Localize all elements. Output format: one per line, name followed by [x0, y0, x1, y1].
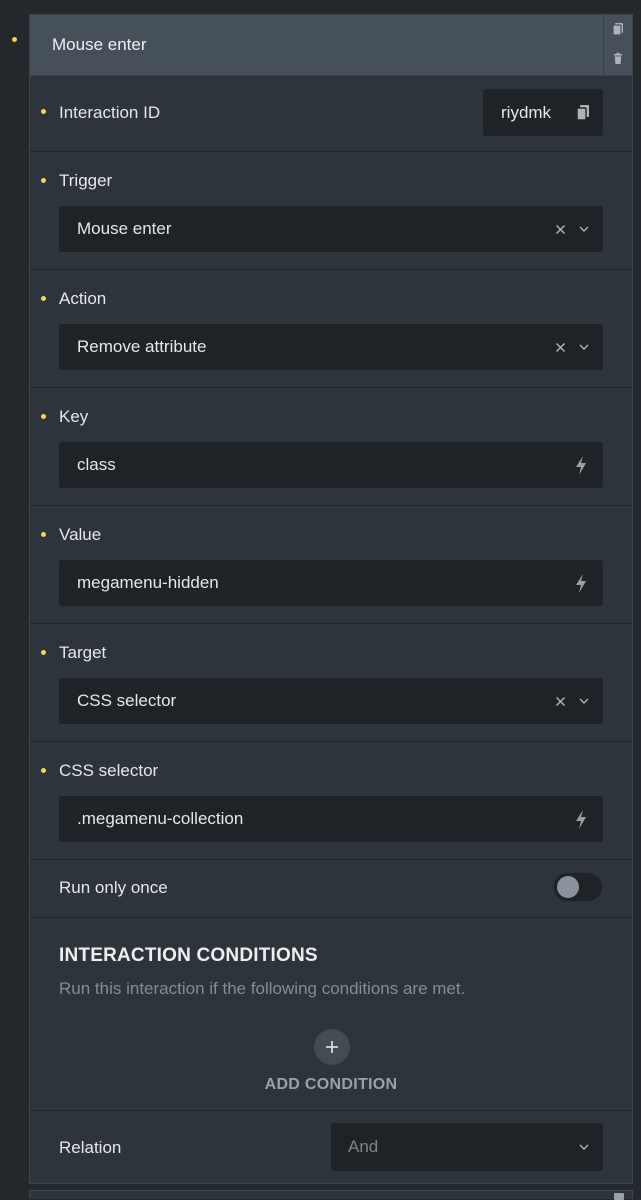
clear-icon[interactable]	[555, 696, 566, 707]
trigger-row: Trigger Mouse enter	[30, 152, 632, 270]
css-selector-value: .megamenu-collection	[77, 809, 244, 828]
panel-header[interactable]: Mouse enter	[30, 15, 632, 76]
action-label: Action	[59, 289, 107, 308]
clear-icon[interactable]	[555, 224, 566, 235]
interaction-id-row: Interaction ID riydmk	[30, 76, 632, 152]
bolt-icon[interactable]	[573, 573, 589, 594]
value-row: Value megamenu-hidden	[30, 506, 632, 624]
add-condition-label[interactable]: ADD CONDITION	[264, 1076, 398, 1093]
value-label: Value	[59, 525, 102, 544]
run-only-once-toggle[interactable]	[553, 872, 603, 902]
conditions-description: Run this interaction if the following co…	[59, 979, 466, 998]
key-label: Key	[59, 407, 89, 426]
key-input[interactable]: class	[59, 442, 603, 488]
key-value: class	[77, 455, 116, 474]
interaction-id-field[interactable]: riydmk	[483, 89, 603, 136]
trigger-select[interactable]: Mouse enter	[59, 206, 603, 252]
relation-label: Relation	[59, 1138, 122, 1157]
copy-icon	[614, 1193, 624, 1200]
next-panel-edge	[29, 1190, 633, 1200]
value-input[interactable]: megamenu-hidden	[59, 560, 603, 606]
action-value: Remove attribute	[77, 337, 207, 356]
chevron-down-icon[interactable]	[579, 344, 589, 350]
header-actions	[603, 15, 632, 75]
action-select[interactable]: Remove attribute	[59, 324, 603, 370]
relation-row: Relation And	[30, 1111, 632, 1187]
conditions-section: INTERACTION CONDITIONS Run this interact…	[30, 918, 632, 1111]
css-selector-label: CSS selector	[59, 761, 159, 780]
modified-dot	[41, 768, 46, 773]
modified-dot	[41, 109, 46, 114]
toggle-knob	[557, 876, 579, 898]
run-only-once-row: Run only once	[30, 860, 632, 918]
copy-icon[interactable]	[575, 104, 591, 122]
add-condition-button[interactable]	[314, 1029, 350, 1065]
modified-dot	[41, 650, 46, 655]
chevron-down-icon[interactable]	[579, 1144, 589, 1150]
target-label: Target	[59, 643, 107, 662]
interaction-id-value: riydmk	[501, 102, 552, 122]
trigger-label: Trigger	[59, 171, 113, 190]
clear-icon[interactable]	[555, 342, 566, 353]
relation-select[interactable]: And	[331, 1123, 603, 1171]
css-selector-input[interactable]: .megamenu-collection	[59, 796, 603, 842]
chevron-down-icon[interactable]	[579, 226, 589, 232]
target-select[interactable]: CSS selector	[59, 678, 603, 724]
interaction-id-label: Interaction ID	[59, 103, 161, 122]
trash-icon[interactable]	[610, 51, 626, 67]
bolt-icon[interactable]	[573, 455, 589, 476]
relation-placeholder: And	[348, 1137, 379, 1156]
chevron-down-icon[interactable]	[579, 698, 589, 704]
modified-dot	[41, 532, 46, 537]
modified-dot	[41, 178, 46, 183]
bolt-icon[interactable]	[573, 809, 589, 830]
panel-title[interactable]: Mouse enter	[52, 35, 147, 54]
conditions-title: INTERACTION CONDITIONS	[59, 945, 318, 966]
css-selector-row: CSS selector .megamenu-collection	[30, 742, 632, 860]
action-row: Action Remove attribute	[30, 270, 632, 388]
value-value: megamenu-hidden	[77, 573, 219, 592]
plus-icon	[326, 1041, 338, 1053]
run-only-once-label: Run only once	[59, 878, 168, 897]
key-row: Key class	[30, 388, 632, 506]
target-row: Target CSS selector	[30, 624, 632, 742]
trigger-value: Mouse enter	[77, 219, 172, 238]
copy-icon[interactable]	[610, 21, 626, 37]
modified-dot	[41, 296, 46, 301]
target-value: CSS selector	[77, 691, 177, 710]
modified-dot	[41, 414, 46, 419]
modified-indicator	[12, 37, 17, 42]
interaction-panel: Mouse enter Interaction ID riydmk	[29, 14, 633, 1184]
